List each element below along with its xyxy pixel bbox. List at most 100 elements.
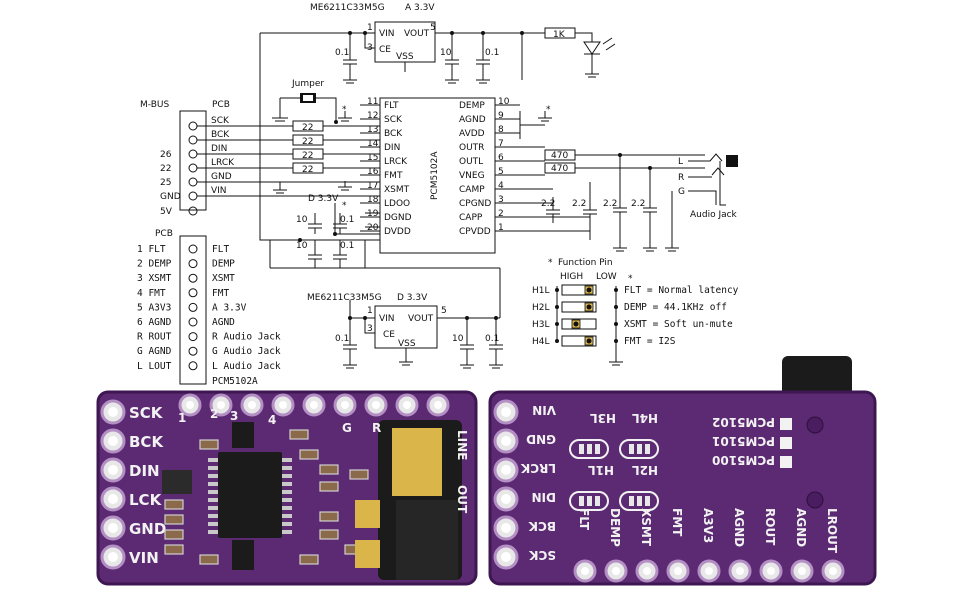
chip-left-pin-name: LDOO — [384, 199, 410, 209]
front-mark-g: G — [342, 421, 352, 435]
front-pin-label: GND — [129, 520, 166, 538]
reg-bot-vout: VOUT — [408, 314, 434, 324]
chip-left-pin-name: DGND — [384, 213, 412, 223]
front-smd-part — [199, 439, 219, 450]
chip-right-pin-name: OUTL — [459, 157, 483, 167]
back-jumper-label: H1L — [588, 463, 614, 477]
chip-left-pin-name: DVDD — [384, 227, 411, 237]
fp-row-desc: XSMT = Soft un-mute — [624, 319, 733, 330]
reg-top-vss: VSS — [396, 52, 414, 62]
mbus-pin — [188, 163, 198, 173]
mbus-left-label: GND — [160, 192, 181, 202]
mbus-pcb-label: PCB — [212, 100, 230, 110]
regulator-top-part: ME6211C33M5G — [310, 3, 385, 13]
front-reg-2 — [232, 540, 254, 570]
chip-left-pin-name: SCK — [384, 115, 403, 125]
mbus-pin — [188, 149, 198, 159]
front-smd-part — [164, 499, 184, 510]
header-pin — [188, 332, 198, 342]
chip-right-pin-number: 7 — [498, 139, 504, 149]
series-resistor-value: 22 — [302, 165, 313, 175]
front-ic — [218, 452, 282, 538]
header-right-label: DEMP — [212, 259, 235, 270]
front-mark-out: OUT — [455, 485, 469, 514]
mbus-left-label: 26 — [160, 150, 172, 160]
chip-right-pin-number: 8 — [498, 125, 504, 135]
front-smd-part — [319, 464, 339, 475]
back-variant-box — [780, 456, 792, 468]
reg-bot-ce: CE — [383, 330, 395, 340]
cap-r-1: 2.2 — [603, 199, 617, 209]
chip-right-pin-number: 10 — [498, 97, 510, 107]
fp-high: HIGH — [560, 272, 583, 282]
front-mark-r: R — [372, 421, 381, 435]
front-mark-line: LINE — [455, 430, 469, 460]
jumper: Jumper — [272, 79, 338, 124]
cap-ldo-1: 10 — [296, 215, 308, 225]
mbus-pcb-pin-label: DIN — [211, 144, 227, 154]
back-variant-box — [780, 437, 792, 449]
regulator-bottom: ME6211C33M5G D 3.3V VIN CE VSS VOUT 1 3 … — [307, 293, 503, 369]
chip-left-pin-number: 17 — [367, 181, 378, 191]
resistor-outr: 470 — [551, 151, 568, 161]
chip-right-pin-number: 4 — [498, 181, 504, 191]
header-right-label: XSMT — [212, 273, 235, 284]
mbus-pin — [188, 206, 198, 216]
back-pin-label: VIN — [532, 403, 556, 417]
chip-left-pin-number: 20 — [367, 223, 379, 233]
chip-right-pin-number: 9 — [498, 111, 504, 121]
chip-right-pin-name: CPGND — [459, 199, 491, 209]
cap-cp-1: 2.2 — [541, 199, 555, 209]
series-resistor — [292, 120, 324, 132]
chip-left-pin-number: 18 — [367, 195, 379, 205]
mbus-pcb-pin-label: LRCK — [211, 158, 235, 168]
cap-top-3: 0.1 — [485, 48, 499, 58]
back-bottom-label: A3V3 — [701, 508, 715, 543]
back-bottom-label: AGND — [732, 508, 746, 547]
mbus-left-label: 25 — [160, 178, 171, 188]
reg-top-vout: VOUT — [404, 29, 430, 39]
jack-pin-l: L — [678, 157, 683, 167]
back-jumper-pad — [619, 491, 659, 511]
regulator-bottom-part: ME6211C33M5G — [307, 293, 382, 303]
chip-left-pin-number: 15 — [367, 153, 378, 163]
chip-left-pin-name: BCK — [384, 129, 403, 139]
chip-right-pin-number: 3 — [498, 195, 504, 205]
mbus-pcb-pin-label: VIN — [211, 186, 227, 196]
chip-left-pin-number: 16 — [367, 167, 379, 177]
back-variant-label: PCM5102 — [712, 415, 775, 429]
front-smd-part — [299, 449, 319, 460]
header-left-label: L LOUT — [137, 361, 172, 372]
front-reg-1 — [232, 422, 254, 448]
series-resistor-value: 22 — [302, 151, 313, 161]
mbus-pin — [188, 191, 198, 201]
cap-r-2: 2.2 — [631, 199, 645, 209]
back-jack — [782, 356, 852, 396]
mbus-header-body — [179, 110, 207, 211]
header-right-label: L Audio Jack — [212, 361, 281, 372]
series-resistor-value: 22 — [302, 123, 313, 133]
header-left-label: G AGND — [137, 346, 172, 357]
back-pin-label: GND — [526, 432, 556, 446]
fp-low: LOW — [596, 272, 617, 282]
mbus-pin — [188, 177, 198, 187]
header-right-label: A 3.3V — [212, 302, 247, 313]
front-smd-part — [319, 511, 339, 522]
chip-right-pin-number: 5 — [498, 167, 504, 177]
cap-dvdd-2: 0.1 — [340, 241, 354, 251]
fp-title: Function Pin — [558, 258, 613, 268]
front-top-number: 1 — [178, 411, 186, 425]
back-jumper-pad — [569, 491, 609, 511]
star-demp: * — [546, 105, 551, 115]
header-pin — [188, 317, 198, 327]
fp-row-desc: FMT = I2S — [624, 336, 676, 347]
d33-rail: D 3.3V 10 0.1 10 0.1 — [259, 33, 501, 318]
back-bottom-label: XSMT — [639, 508, 653, 547]
jumper-label: Jumper — [291, 79, 324, 89]
header-footer: PCM5102A — [212, 376, 258, 387]
reg-bot-pin3: 3 — [367, 324, 373, 334]
